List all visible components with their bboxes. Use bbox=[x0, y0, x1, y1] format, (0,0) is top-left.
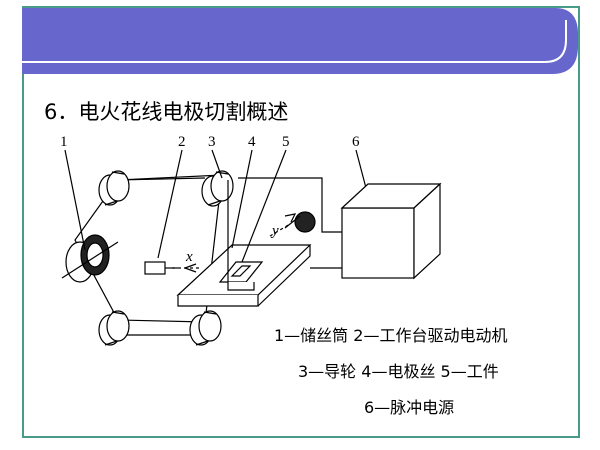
callout-leaders bbox=[64, 149, 367, 263]
callout-6: 6 bbox=[352, 134, 360, 150]
guide-pulley-bottom-left bbox=[98, 310, 130, 346]
axis-label-y: y bbox=[270, 223, 279, 239]
axis-label-x: x bbox=[185, 249, 193, 265]
pulse-power-supply bbox=[340, 182, 442, 280]
callout-2: 2 bbox=[178, 134, 186, 150]
drive-motor-y bbox=[269, 211, 316, 237]
callout-3: 3 bbox=[208, 134, 216, 150]
workpiece bbox=[218, 261, 264, 291]
legend-line-2: 3—导轮 4—电极丝 5—工件 bbox=[298, 362, 499, 381]
guide-pulley-bottom-right bbox=[189, 310, 222, 346]
page-title: 6．电火花线电极切割概述 bbox=[44, 100, 289, 124]
wire-storage-drum bbox=[61, 234, 119, 283]
legend-line-1: 1—储丝筒 2—工作台驱动电动机 bbox=[274, 326, 508, 345]
callout-4: 4 bbox=[248, 134, 256, 150]
electrode-wire bbox=[74, 174, 223, 323]
header-band bbox=[22, 8, 578, 74]
guide-pulley-top-left bbox=[98, 170, 130, 206]
callout-1: 1 bbox=[60, 134, 68, 150]
drive-motor-x bbox=[144, 261, 200, 275]
legend-line-3: 6—脉冲电源 bbox=[364, 398, 455, 417]
callout-5: 5 bbox=[282, 134, 290, 150]
